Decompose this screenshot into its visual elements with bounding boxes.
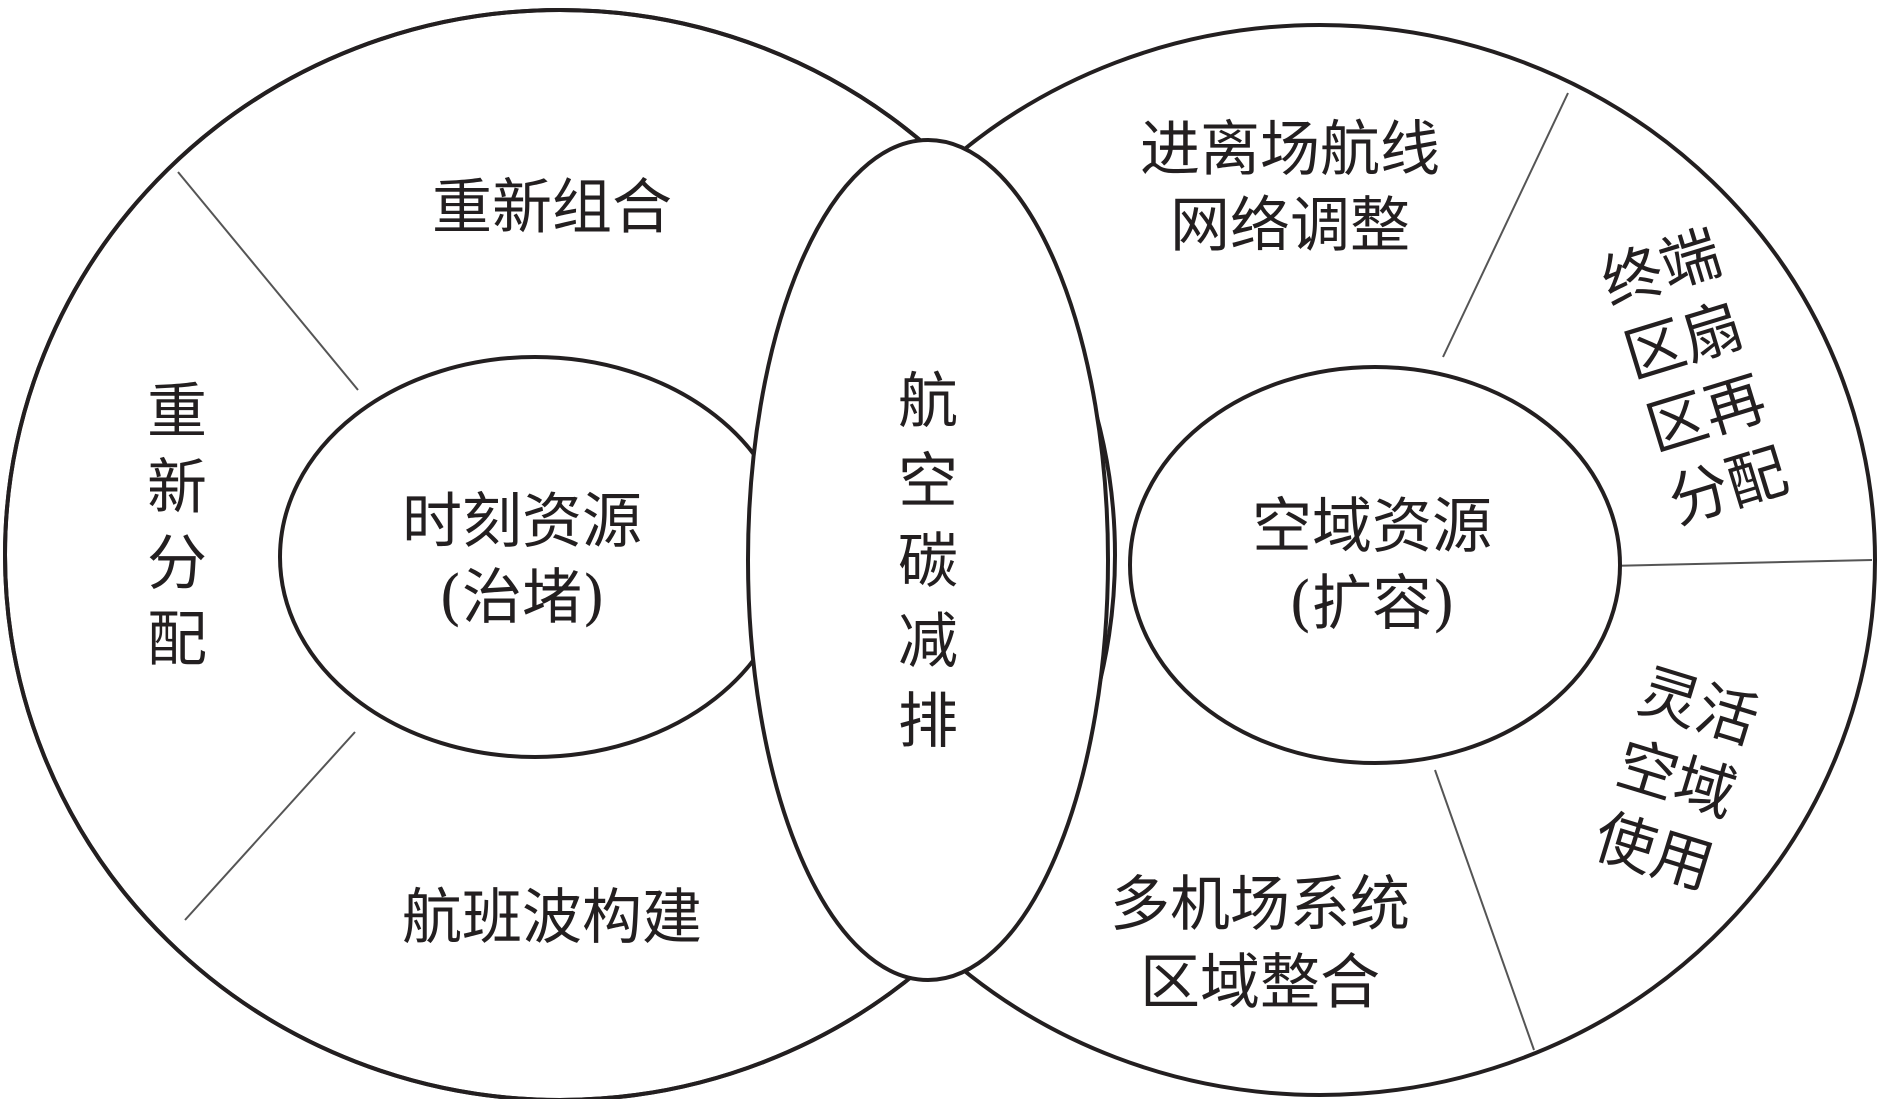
label-right-upper-group: 终端 区扇 区再 分配: [1594, 218, 1796, 538]
left-outer-circle-outline: [3, 8, 1117, 1099]
left-inner-circle: [278, 355, 792, 759]
label-right-bottom-1: 多机场系统: [1110, 870, 1410, 940]
right-inner-circle: [1128, 365, 1622, 765]
label-right-top-1: 进离场航线: [1140, 115, 1440, 185]
left-divider-lower: [184, 731, 356, 921]
label-center-2: 空: [898, 447, 958, 517]
label-center-1: 航: [898, 367, 958, 437]
label-right-core-1: 空域资源: [1252, 492, 1492, 562]
label-left-core-1: 时刻资源: [402, 487, 642, 557]
right-divider-upper: [1442, 92, 1569, 358]
label-right-top-2: 网络调整: [1170, 191, 1410, 261]
label-center-4: 减: [898, 607, 958, 677]
label-left-bottom: 航班波构建: [402, 883, 702, 953]
label-center-3: 碳: [898, 527, 958, 597]
label-left-core-2: (治堵): [439, 563, 606, 633]
right-divider-lower: [1434, 769, 1535, 1051]
center-ellipse: [746, 138, 1110, 982]
label-left-top: 重新组合: [432, 173, 672, 243]
right-divider-middle: [1607, 559, 1873, 567]
label-center-5: 排: [898, 687, 958, 757]
label-right-core-2: (扩容): [1289, 569, 1456, 639]
label-left-side-3: 分: [147, 529, 207, 599]
label-left-side-2: 新: [147, 453, 207, 523]
label-right-bottom-2: 区域整合: [1140, 948, 1380, 1018]
left-divider-upper: [177, 171, 359, 391]
label-left-side-1: 重: [147, 377, 207, 447]
label-left-side-4: 配: [147, 605, 207, 675]
